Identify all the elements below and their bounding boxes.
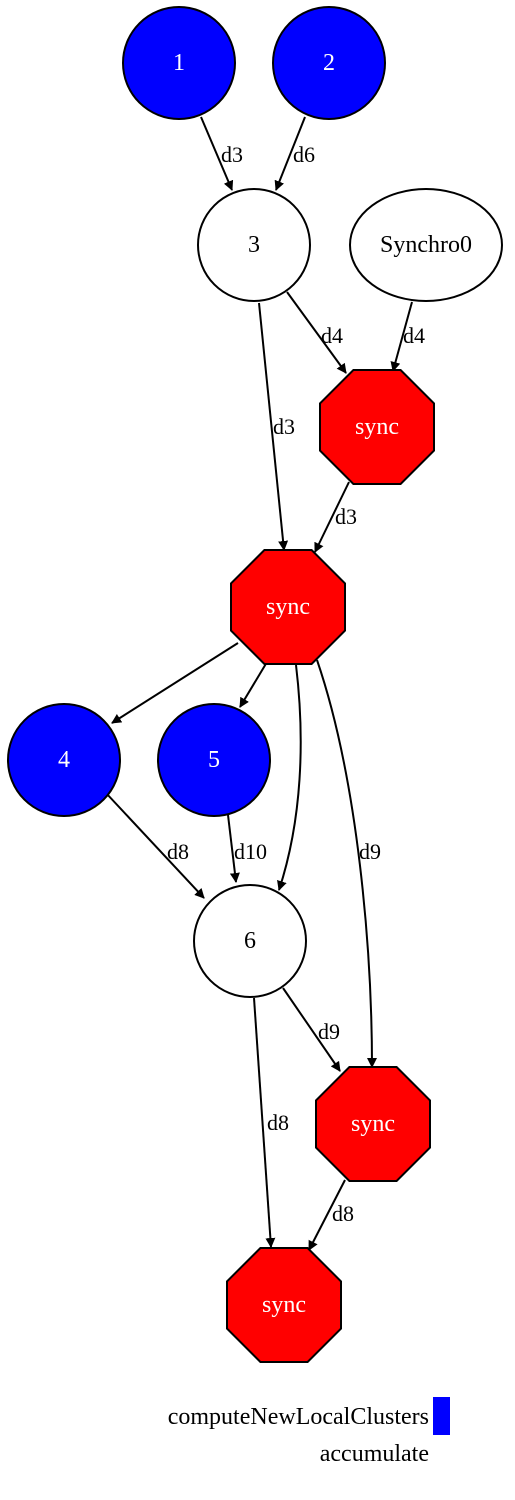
node-1-label: 1: [173, 50, 185, 76]
node-4-label: 4: [58, 747, 70, 773]
node-sync-c-shape: [315, 1066, 431, 1182]
edge-6-to-sync-d: [253, 997, 276, 1248]
node-2: 2: [272, 6, 386, 120]
node-synchro0-shape: [349, 188, 503, 302]
edge-label-1-to-3: d3: [221, 142, 243, 167]
edge-5-to-6: [227, 814, 240, 883]
edge-label-synchro0-to-sync-a: d4: [403, 323, 425, 348]
edge-sync-b-to-4: [111, 642, 239, 724]
node-5: 5: [157, 703, 271, 817]
edge-6-to-sync-c: [282, 987, 341, 1072]
node-sync-b: sync: [230, 549, 346, 665]
node-4-shape: [7, 703, 121, 817]
node-sync-b-shape: [230, 549, 346, 665]
edge-label-2-to-3: d6: [293, 142, 315, 167]
nodes: 1 2 3 Synchro0 sync sync 4 5: [7, 6, 503, 1363]
edge-label-6-to-sync-d: d8: [267, 1110, 289, 1135]
node-sync-d: sync: [226, 1247, 342, 1363]
edge-label-3-to-sync-a: d4: [321, 323, 343, 348]
node-sync-a-label: sync: [355, 414, 399, 440]
legend-item-compute-swatch: [433, 1397, 450, 1435]
legend: computeNewLocalClusters accumulate: [168, 1397, 450, 1467]
node-sync-a-shape: [319, 369, 435, 485]
node-sync-c: sync: [315, 1066, 431, 1182]
node-sync-b-label: sync: [266, 594, 310, 620]
edge-sync-b-to-sync-c: [316, 659, 377, 1068]
node-6: 6: [193, 884, 307, 998]
node-3: 3: [197, 188, 311, 302]
node-3-label: 3: [248, 232, 260, 258]
node-synchro0: Synchro0: [349, 188, 503, 302]
edge-labels: d3 d6 d4 d4 d3 d3 d9 d8 d10 d9 d8 d8: [167, 142, 425, 1226]
node-4: 4: [7, 703, 121, 817]
edge-sync-a-to-sync-b: [314, 481, 350, 553]
node-1-shape: [122, 6, 236, 120]
edge-label-sync-c-to-sync-d: d8: [332, 1201, 354, 1226]
edge-3-to-sync-a: [286, 291, 347, 374]
edge-sync-b-to-6: [277, 664, 302, 891]
edge-synchro0-to-sync-a: [390, 301, 413, 372]
edge-1-to-3: [200, 116, 234, 191]
edge-3-to-sync-b: [258, 302, 289, 551]
legend-item-accumulate-label: accumulate: [320, 1441, 429, 1467]
node-1: 1: [122, 6, 236, 120]
node-6-shape: [193, 884, 307, 998]
edge-sync-c-to-sync-d: [308, 1179, 346, 1251]
edge-sync-b-to-5: [239, 661, 268, 708]
node-2-label: 2: [323, 50, 335, 76]
edge-label-sync-a-to-sync-b: d3: [335, 504, 357, 529]
edge-label-sync-b-to-sync-c: d9: [359, 839, 381, 864]
node-6-label: 6: [244, 928, 256, 954]
node-sync-d-label: sync: [262, 1292, 306, 1318]
node-5-shape: [157, 703, 271, 817]
edge-label-6-to-sync-c: d9: [318, 1019, 340, 1044]
node-2-shape: [272, 6, 386, 120]
edges: [105, 116, 413, 1251]
edge-label-4-to-6: d8: [167, 839, 189, 864]
edge-2-to-3: [274, 116, 306, 191]
node-5-label: 5: [208, 747, 220, 773]
node-3-shape: [197, 188, 311, 302]
node-synchro0-label: Synchro0: [380, 232, 472, 258]
node-sync-a: sync: [319, 369, 435, 485]
node-sync-d-shape: [226, 1247, 342, 1363]
edge-label-3-to-sync-b: d3: [273, 414, 295, 439]
node-sync-c-label: sync: [351, 1111, 395, 1137]
edge-4-to-6: [105, 792, 205, 899]
legend-item-compute-label: computeNewLocalClusters: [168, 1404, 429, 1430]
edge-label-5-to-6: d10: [234, 839, 267, 864]
